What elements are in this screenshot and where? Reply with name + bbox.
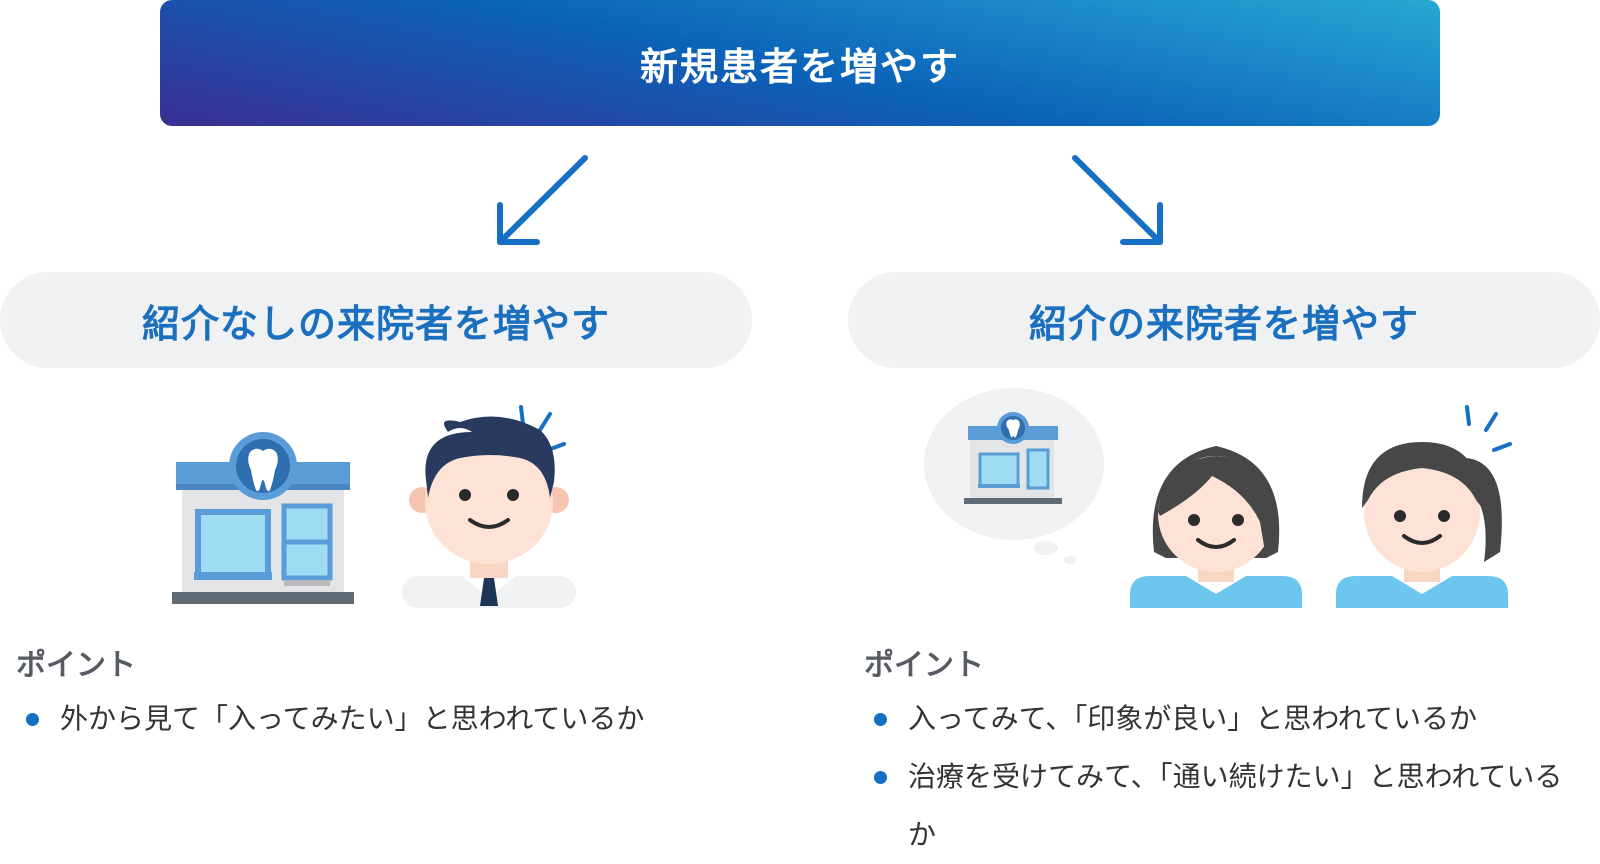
left-points-list: 外から見て「入ってみたい」と思われているか bbox=[16, 690, 756, 748]
right-heading: 紹介の来院者を増やす bbox=[1028, 301, 1419, 346]
right-points-list: 入ってみて、「印象が良い」と思われているか 治療を受けてみて、「通い続けたい」と… bbox=[864, 690, 1584, 864]
right-point-title: ポイント bbox=[864, 648, 984, 683]
left-heading: 紹介なしの来院者を増やす bbox=[141, 301, 610, 346]
top-banner: 新規患者を増やす bbox=[160, 0, 1440, 126]
top-banner-title: 新規患者を増やす bbox=[639, 44, 960, 89]
woman-short-hair-icon bbox=[1130, 446, 1302, 608]
list-item: 入ってみて、「印象が良い」と思われているか bbox=[864, 690, 1584, 748]
arrow-down-left-icon bbox=[497, 155, 588, 245]
arrow-down-right-icon bbox=[1072, 155, 1163, 245]
thought-bubble-clinic-icon bbox=[924, 388, 1104, 564]
dental-clinic-building-icon bbox=[172, 432, 354, 604]
list-item: 外から見て「入ってみたい」と思われているか bbox=[16, 690, 756, 748]
list-item: 治療を受けてみて、「通い続けたい」と思われているか bbox=[864, 748, 1584, 864]
businessman-icon bbox=[402, 405, 576, 608]
left-point-title: ポイント bbox=[16, 648, 136, 683]
woman-ponytail-icon bbox=[1336, 405, 1512, 608]
right-heading-pill: 紹介の来院者を増やす bbox=[848, 272, 1600, 368]
left-heading-pill: 紹介なしの来院者を増やす bbox=[0, 272, 752, 368]
